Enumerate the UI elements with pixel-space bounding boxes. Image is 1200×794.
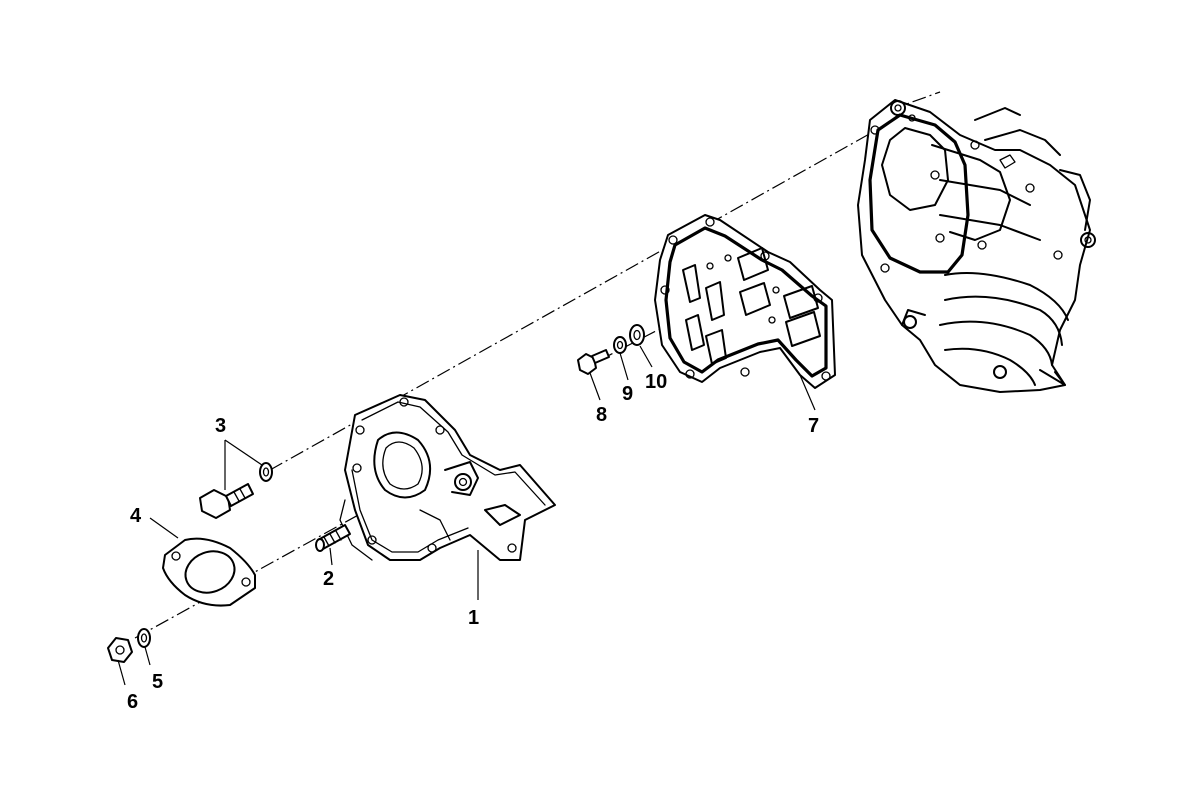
callout-9: 9 [622, 383, 633, 405]
callout-5: 5 [152, 671, 163, 693]
callout-4: 4 [130, 505, 142, 527]
callout-7: 7 [808, 415, 819, 437]
housing-body [344, 394, 556, 561]
bolt-washer-part [199, 462, 273, 519]
small-bolt-washers [577, 324, 645, 375]
stud-part [315, 524, 351, 552]
callout-8: 8 [596, 404, 607, 426]
callout-3: 3 [215, 415, 226, 437]
gasket-4-outline [162, 537, 256, 607]
callouts: 1 2 3 4 5 6 7 8 9 10 [127, 371, 819, 713]
nut-6 [107, 637, 133, 663]
gasket-bead [664, 226, 828, 378]
washer-10 [629, 324, 645, 346]
axis-upper [269, 127, 881, 471]
gasket-part [162, 537, 256, 607]
bolt-3-head [199, 489, 231, 519]
callout-6: 6 [127, 691, 138, 713]
bolt-8 [577, 353, 597, 375]
callout-2: 2 [323, 568, 334, 590]
leader-lines [117, 345, 816, 686]
plate-gasket-part [654, 214, 836, 389]
engine-block [857, 99, 1096, 393]
washer-3 [259, 462, 273, 482]
washer-5 [137, 628, 151, 648]
block-outline [857, 99, 1091, 393]
callout-1: 1 [468, 607, 479, 629]
bolt-3-shank [225, 483, 254, 507]
nut-washer-part [107, 628, 151, 663]
washer-9 [613, 336, 627, 354]
callout-10: 10 [645, 371, 667, 393]
housing-cover-part [339, 394, 556, 561]
